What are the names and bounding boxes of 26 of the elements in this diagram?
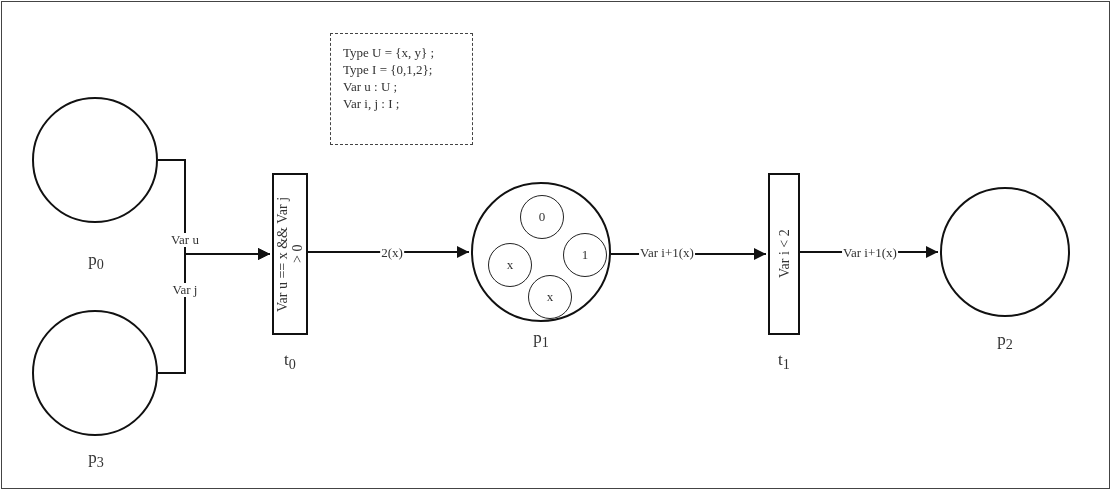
guard-text: Var u == x && Var j > 0 bbox=[275, 195, 305, 314]
transition-bar bbox=[272, 173, 308, 335]
declaration-box bbox=[330, 33, 473, 145]
place-circle bbox=[940, 187, 1070, 317]
edge-label: Var i+1(x) bbox=[842, 246, 898, 260]
edge-label: Var j bbox=[171, 283, 199, 297]
place-circle bbox=[471, 182, 611, 322]
place-circle bbox=[32, 97, 158, 223]
transition-bar bbox=[768, 173, 800, 335]
guard-text: Var i < 2 bbox=[776, 228, 792, 281]
declaration-line: Type I = {0,1,2}; bbox=[343, 61, 434, 78]
edge-label: 2(x) bbox=[380, 246, 404, 260]
declaration-line: Var u : U ; bbox=[343, 78, 399, 95]
node-label: t$_{1}$ bbox=[778, 350, 790, 374]
edge-label: Var i+1(x) bbox=[639, 246, 695, 260]
declaration-line: Type U = {x, y} ; bbox=[343, 44, 436, 61]
node-label: p$_{1}$ bbox=[533, 328, 549, 352]
node-label: t$_{0}$ bbox=[284, 350, 296, 374]
node-label: p$_{3}$ bbox=[88, 448, 104, 472]
arrow bbox=[157, 248, 271, 374]
declaration-line: Var i, j : I ; bbox=[343, 95, 401, 112]
arrow bbox=[307, 246, 470, 258]
edge-label: Var u bbox=[170, 233, 200, 247]
place-circle bbox=[32, 310, 158, 436]
node-label: p$_{2}$ bbox=[997, 330, 1013, 354]
node-label: p$_{0}$ bbox=[88, 250, 104, 274]
